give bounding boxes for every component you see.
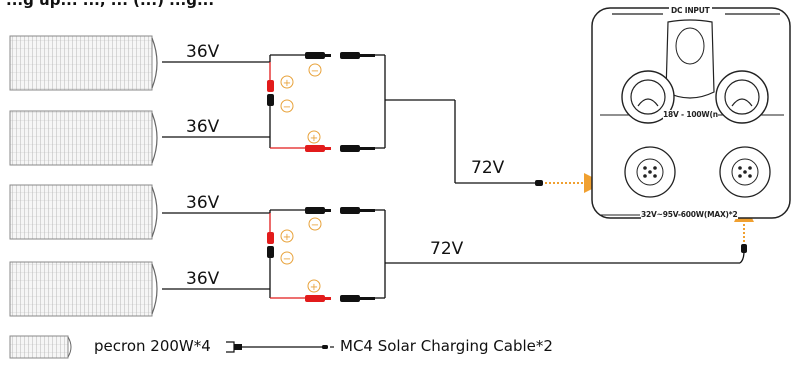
solar-panel-1 <box>9 35 158 91</box>
svg-text:−: − <box>283 254 291 265</box>
legend-cable-highlight: Charging <box>420 337 489 355</box>
svg-text:−: − <box>283 102 291 113</box>
svg-text:+: + <box>283 78 291 89</box>
svg-text:−: − <box>311 220 319 231</box>
legend-cable-text: MC4 Solar Charging Cable*2 <box>340 337 553 355</box>
svg-text:+: + <box>283 232 291 243</box>
solar-panel-2 <box>9 110 158 166</box>
solar-panel-4 <box>9 261 158 317</box>
aux-port-rating: 18V - 100W(n <box>663 110 718 119</box>
svg-text:+: + <box>310 282 318 293</box>
legend-panel-icon <box>9 335 72 359</box>
top-pair-wiring <box>162 54 535 184</box>
output-plug-1 <box>535 173 604 193</box>
panel-1-voltage: 36V <box>186 42 220 62</box>
bottom-pair-wiring <box>162 209 740 299</box>
output-1-voltage: 72V <box>471 158 505 178</box>
legend-cable-prefix: MC4 Solar <box>340 337 421 355</box>
dc-input-label: DC INPUT <box>669 6 712 15</box>
output-2-voltage: 72V <box>430 239 464 259</box>
panel-3-voltage: 36V <box>186 193 220 213</box>
polarity-symbols: − + − + − + − + <box>280 63 322 293</box>
solar-panel-3 <box>9 184 158 240</box>
svg-text:−: − <box>311 66 319 77</box>
mc4-connectors-top <box>267 52 375 152</box>
panel-2-voltage: 36V <box>186 117 220 137</box>
main-port-rating: 32V~95V-600W(MAX)*2 <box>641 210 738 219</box>
panel-4-voltage: 36V <box>186 269 220 289</box>
mc4-connectors-bottom <box>267 207 375 302</box>
svg-text:+: + <box>310 133 318 144</box>
header-title-fragment: ...g up... ..., ... (...) ...g... <box>6 0 215 9</box>
legend-cable-suffix: Cable*2 <box>488 337 553 355</box>
legend-cable-icon <box>226 341 334 353</box>
legend-panel-text: pecron 200W*4 <box>94 337 211 355</box>
